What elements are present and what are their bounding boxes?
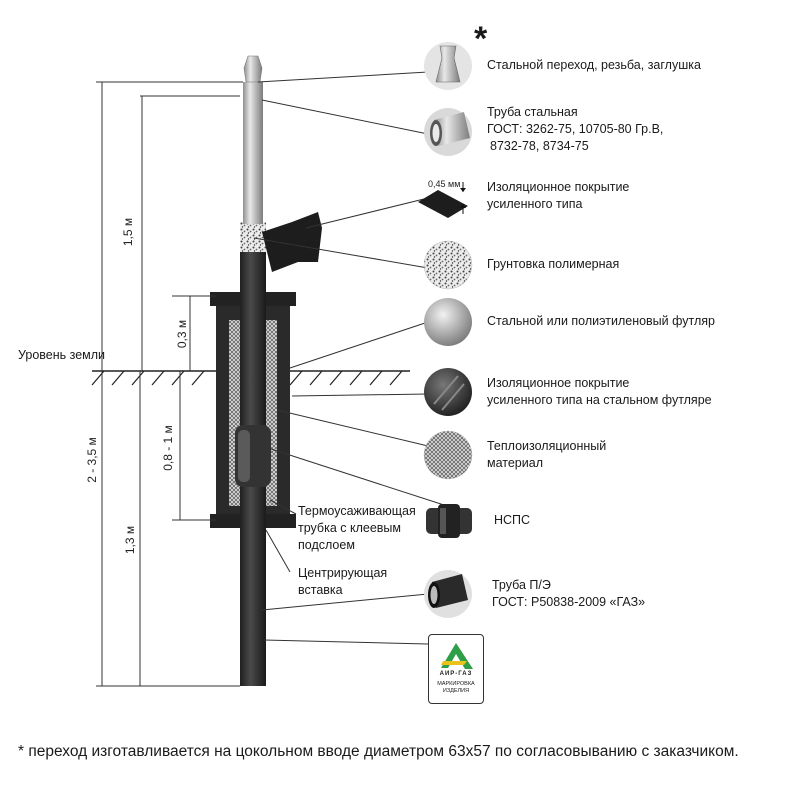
steel-pipe-body: [243, 82, 263, 224]
label-steel-pipe: Труба стальная ГОСТ: 3262-75, 10705-80 Г…: [487, 104, 663, 155]
legend-icons: [418, 42, 473, 618]
label-heat-shrink: Термоусаживающая трубка с клеевым подсло…: [298, 503, 416, 554]
label-line: материал: [487, 456, 543, 470]
steel-pipe-icon: [424, 108, 472, 156]
label-casing-insulation: Изоляционное покрытие усиленного типа на…: [487, 375, 712, 409]
label-casing: Стальной или полиэтиленовый футляр: [487, 313, 715, 330]
logo-brand: АИР-ГАЗ: [439, 671, 473, 677]
label-line: ГОСТ: Р50838-2009 «ГАЗ»: [492, 595, 646, 609]
asterisk-mark: *: [474, 20, 488, 58]
label-centering-insert: Центрирующая вставка: [298, 565, 387, 599]
label-line: Грунтовка полимерная: [487, 257, 620, 271]
dim-casing-below: 0,8 - 1 м: [161, 425, 175, 471]
steel-cap: [243, 55, 263, 83]
label-polymer-primer: Грунтовка полимерная: [487, 256, 619, 273]
insulation-wrap: [262, 212, 322, 272]
label-line: Термоусаживающая: [298, 504, 416, 518]
label-nsps: НСПС: [494, 512, 530, 529]
label-line: НСПС: [494, 513, 531, 527]
label-line: усиленного типа на стальном футляре: [487, 393, 712, 407]
logo-caption-line: ИЗДЕЛИЯ: [442, 688, 470, 694]
label-steel-transition: Стальной переход, резьба, заглушка: [487, 57, 701, 74]
label-line: Теплоизоляционный: [487, 439, 607, 453]
polymer-primer-icon: [423, 240, 473, 290]
label-line: ГОСТ: 3262-75, 10705-80 Гр.В,: [487, 122, 664, 136]
logo-caption: МАРКИРОВКА ИЗДЕЛИЯ: [429, 681, 483, 695]
label-line: 8732-78, 8734-75: [490, 139, 589, 153]
leader-lines: [253, 71, 445, 645]
marking-logo: АИР-ГАЗ МАРКИРОВКА ИЗДЕЛИЯ: [428, 634, 484, 704]
label-line: Стальной переход, резьба, заглушка: [487, 58, 701, 72]
label-line: Изоляционное покрытие: [487, 180, 630, 194]
thermal-insulation-icon: [423, 430, 473, 480]
label-line: подслоем: [298, 538, 355, 552]
label-line: Центрирующая: [298, 566, 388, 580]
thickness-label: 0,45 мм: [428, 179, 460, 189]
steel-transition-icon: [424, 42, 472, 90]
nsps-highlight: [238, 430, 250, 482]
label-line: Изоляционное покрытие: [487, 376, 630, 390]
dimension-lines: [96, 81, 243, 687]
label-line: трубка с клеевым: [298, 521, 402, 535]
label-line: Стальной или полиэтиленовый футляр: [487, 314, 715, 328]
label-insulation-coating: Изоляционное покрытие усиленного типа: [487, 179, 629, 213]
logo-icon: [441, 643, 473, 669]
insulation-coating-icon: [418, 182, 468, 218]
nsps-icon: [426, 504, 472, 538]
label-line: вставка: [298, 583, 343, 597]
footnote: * переход изготавливается на цокольном в…: [18, 743, 739, 760]
dim-below-ground: 1,3 м: [123, 526, 137, 554]
primer-section: [240, 222, 266, 252]
label-pe-pipe: Труба П/Э ГОСТ: Р50838-2009 «ГАЗ»: [492, 577, 645, 611]
label-thermal-insulation: Теплоизоляционный материал: [487, 438, 606, 472]
label-line: Труба П/Э: [492, 578, 551, 592]
pe-pipe-icon: [424, 570, 472, 618]
label-line: Труба стальная: [487, 105, 578, 119]
label-line: усиленного типа: [487, 197, 583, 211]
dim-total-depth: 2 - 3,5 м: [85, 437, 99, 483]
dim-casing-above: 0,3 м: [175, 320, 189, 348]
ground-level-label: Уровень земли: [18, 348, 106, 362]
logo-caption-line: МАРКИРОВКА: [437, 681, 475, 687]
casing-insulation-icon: [424, 368, 472, 416]
casing-icon: [424, 298, 472, 346]
dim-above-ground: 1,5 м: [121, 218, 135, 246]
